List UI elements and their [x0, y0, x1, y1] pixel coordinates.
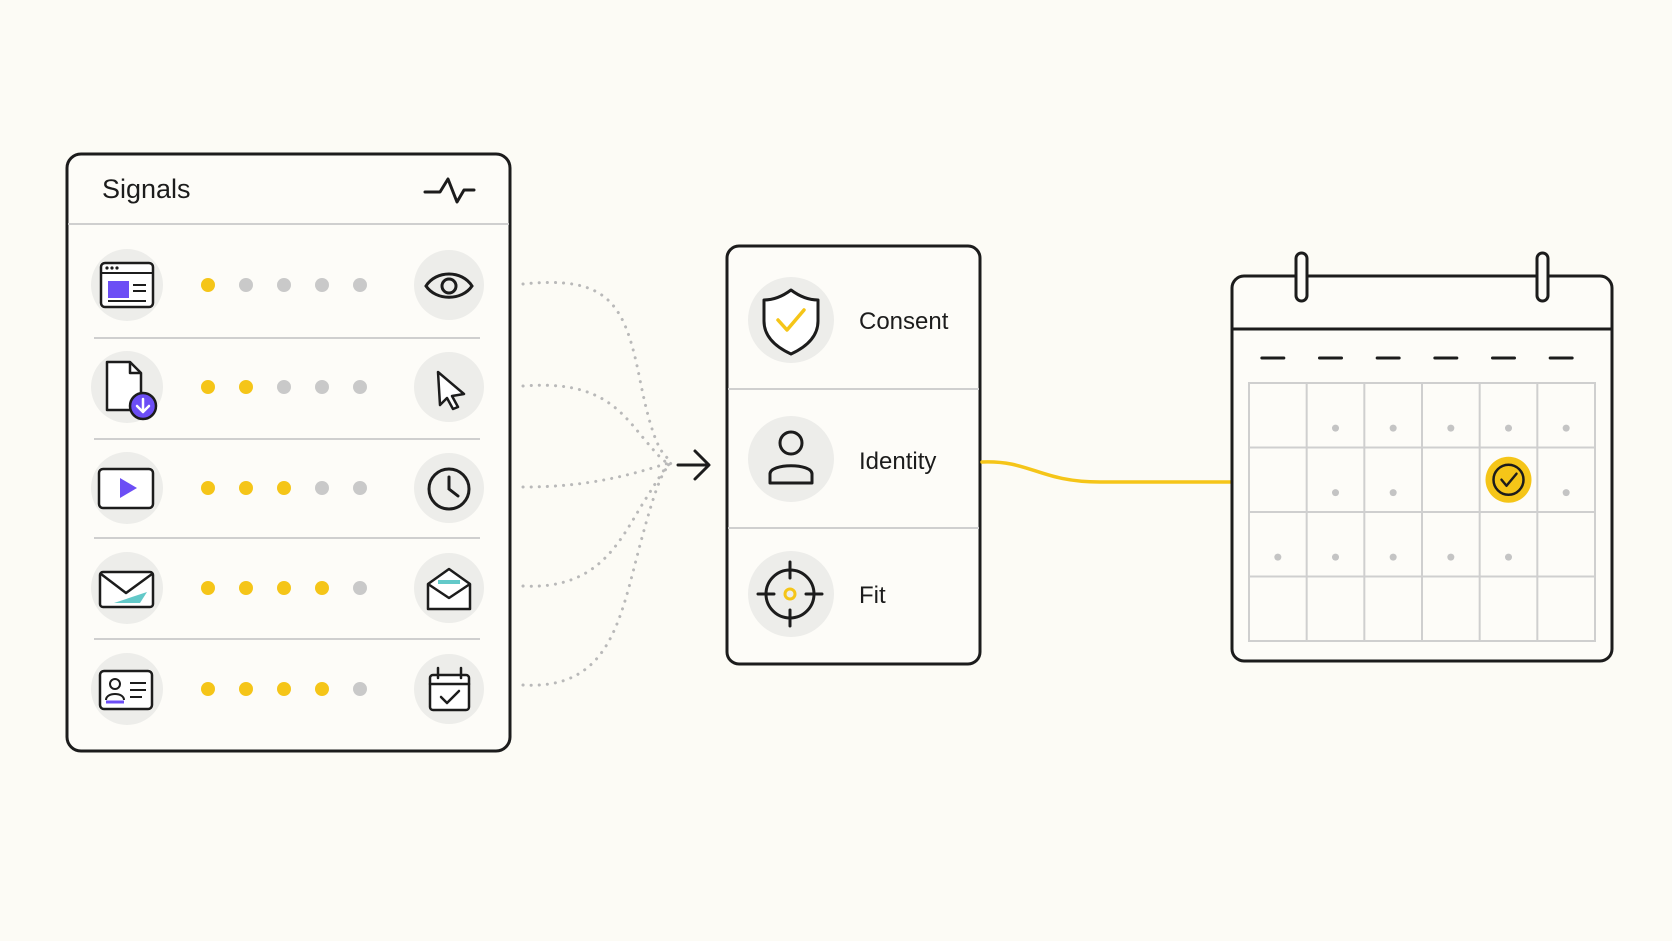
level-dot-video-4	[315, 481, 329, 495]
level-dot-email-4	[315, 581, 329, 595]
activity-pulse-icon	[423, 177, 476, 204]
level-dot-download-4	[315, 380, 329, 394]
calendar-day-dot	[1274, 553, 1282, 561]
connector-row-2	[521, 383, 674, 464]
calendar-grid	[1248, 356, 1596, 642]
eye-icon	[424, 272, 474, 299]
envelope-open-icon	[426, 567, 472, 611]
target-crosshair-icon	[756, 560, 824, 628]
level-dot-email-1	[201, 581, 215, 595]
level-dot-email-3	[277, 581, 291, 595]
level-dot-contact-3	[277, 682, 291, 696]
calendar-day-dot	[1332, 424, 1339, 432]
level-dot-contact-2	[239, 682, 253, 696]
signals-panel-title: Signals	[102, 174, 191, 204]
signals-panel	[65, 152, 512, 753]
signal-level-dots	[201, 278, 367, 696]
calendar-day-dot	[1562, 489, 1570, 497]
level-dot-email-5	[353, 581, 367, 595]
document-download-icon	[105, 360, 158, 421]
shield-check-icon	[762, 288, 820, 356]
browser-window-icon	[99, 261, 155, 309]
check-circle-icon	[1485, 456, 1532, 503]
contact-card-icon	[98, 669, 154, 711]
identity-to-calendar-flow	[980, 460, 1470, 484]
calendar-day-dot	[1505, 553, 1512, 561]
level-dot-webpage-3	[277, 278, 291, 292]
level-dot-download-2	[239, 380, 253, 394]
level-dot-email-2	[239, 581, 253, 595]
level-dot-video-3	[277, 481, 291, 495]
calendar-day-dot	[1389, 553, 1397, 561]
video-play-icon	[97, 467, 155, 510]
calendar-check-icon	[428, 666, 471, 712]
level-dot-download-1	[201, 380, 215, 394]
level-dot-video-5	[353, 481, 367, 495]
calendar-day-dot	[1562, 424, 1570, 432]
level-dot-contact-1	[201, 682, 215, 696]
calendar-day-dot	[1505, 424, 1512, 432]
check-label-identity: Identity	[859, 448, 937, 475]
level-dot-webpage-1	[201, 278, 215, 292]
check-label-fit: Fit	[859, 582, 886, 609]
user-icon	[768, 430, 814, 485]
level-dot-webpage-2	[239, 278, 253, 292]
level-dot-video-2	[239, 481, 253, 495]
flow-arrow-icon	[676, 449, 711, 481]
connector-row-5	[521, 460, 674, 687]
calendar-day-dot	[1389, 424, 1397, 432]
level-dot-webpage-4	[315, 278, 329, 292]
envelope-icon	[98, 570, 155, 609]
connector-row-4	[521, 460, 674, 588]
connector-row-3	[521, 460, 674, 489]
level-dot-video-1	[201, 481, 215, 495]
signal-connectors	[521, 280, 674, 687]
clock-icon	[427, 467, 471, 511]
calendar-day-dot	[1447, 424, 1455, 432]
calendar-day-dot	[1332, 553, 1339, 561]
level-dot-webpage-5	[353, 278, 367, 292]
connector-row-1	[521, 280, 674, 464]
level-dot-contact-5	[353, 682, 367, 696]
level-dot-contact-4	[315, 682, 329, 696]
calendar-day-dot	[1389, 489, 1397, 497]
check-label-consent: Consent	[859, 308, 949, 335]
calendar-day-dot	[1332, 489, 1339, 497]
calendar-day-dot	[1447, 553, 1455, 561]
cursor-pointer-icon	[436, 370, 466, 411]
level-dot-download-3	[277, 380, 291, 394]
level-dot-download-5	[353, 380, 367, 394]
